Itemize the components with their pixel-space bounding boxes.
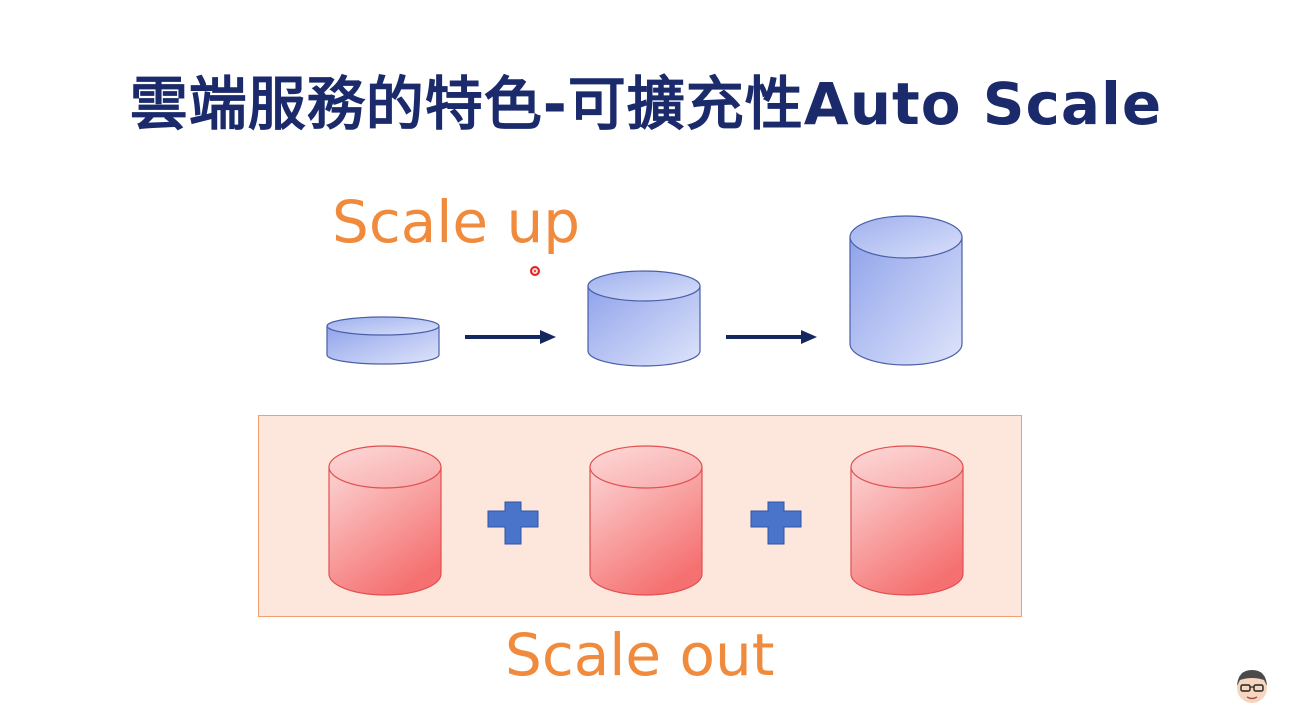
plus-icon xyxy=(487,501,539,545)
arrow-right-icon xyxy=(726,330,817,344)
scale-out-cylinder-1 xyxy=(328,445,442,596)
scale-out-cylinder-2 xyxy=(589,445,703,596)
scale-out-cylinder-3 xyxy=(850,445,964,596)
arrow-right-icon xyxy=(465,330,556,344)
page-title: 雲端服務的特色-可擴充性Auto Scale xyxy=(129,70,1163,138)
scale-up-label: Scale up xyxy=(332,188,581,256)
presenter-avatar-icon xyxy=(1237,670,1267,703)
scale-out-label: Scale out xyxy=(505,621,775,689)
plus-icon xyxy=(750,501,802,545)
medium-cylinder xyxy=(587,270,701,367)
large-cylinder xyxy=(849,215,963,366)
laser-pointer-icon xyxy=(530,266,540,276)
small-cylinder xyxy=(326,316,440,365)
